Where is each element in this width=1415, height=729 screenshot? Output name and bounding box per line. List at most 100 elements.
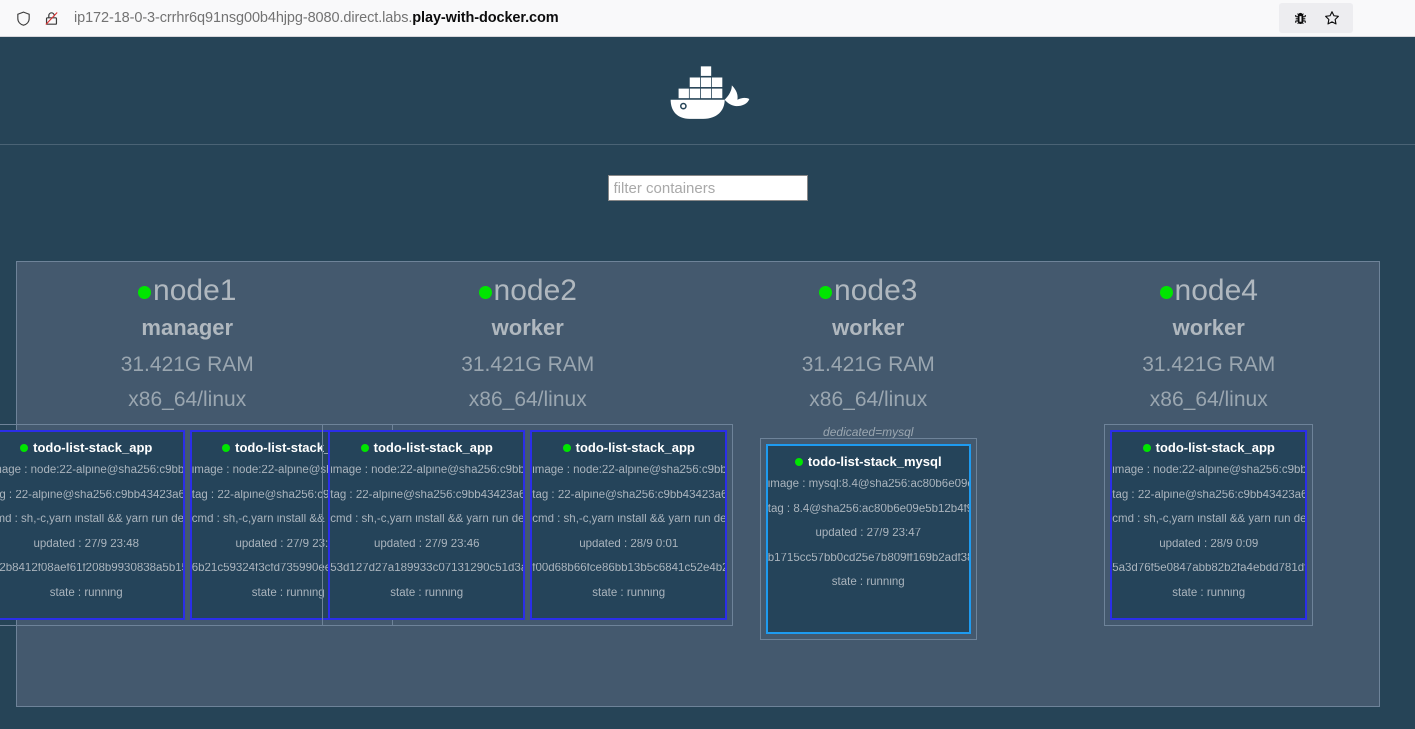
node-arch: x86_64/linux: [1149, 388, 1268, 411]
node-role: manager: [141, 315, 234, 340]
container-tag: tag : 22-alpine@sha256:c9bb43423a6229a8: [191, 489, 385, 501]
container-image: image : node:22-alpine@sha256:c9bb43423a…: [191, 465, 385, 476]
visualizer-page: node1 manager 31.421G RAM x86_64/linux todo-…: [0, 37, 1415, 729]
node-name-label: node2: [493, 274, 577, 307]
broken-lock-icon[interactable]: [42, 9, 60, 27]
filter-containers-input[interactable]: [607, 175, 808, 201]
container-name: todo-list-stack_app: [373, 440, 493, 455]
container-state: state : running: [390, 587, 464, 599]
container-status-dot-icon: [20, 443, 29, 452]
container-state: state : running: [1172, 587, 1246, 599]
container-status-dot-icon: [360, 443, 369, 452]
container-cmd: cmd : sh,-c,yarn install && yarn run dev: [191, 514, 385, 525]
node-name-label: node4: [1174, 274, 1258, 307]
container-name: todo-list-stack_app: [33, 440, 153, 455]
container-title: todo-list-stack_app: [222, 440, 354, 455]
node-status-dot-icon: [1159, 285, 1173, 299]
container-state: state : running: [49, 587, 123, 599]
container-id: f00d68b66fce86bb13b5c6841c52e4b24126: [532, 563, 725, 574]
container-name: todo-list-stack_app: [1155, 440, 1275, 455]
node-arch: x86_64/linux: [809, 388, 928, 411]
container-tag: tag : 22-alpine@sha256:c9bb43423a6229a8: [330, 489, 524, 501]
container-name: todo-list-stack_app: [235, 440, 355, 455]
container-status-dot-icon: [222, 443, 231, 452]
node-role: worker: [491, 315, 564, 340]
node-name: node4: [1159, 274, 1258, 307]
container-id: 3f2b8412f08aef61f208b9930838a5b15399: [0, 563, 183, 574]
container-status-dot-icon: [562, 443, 571, 452]
node-name: node3: [819, 276, 917, 306]
address-bar[interactable]: ip172-18-0-3-crrhr6q91nsg00b4hjpg-8080.d…: [6, 9, 559, 27]
node-column: node1 manager 31.421G RAM x86_64/linux todo-…: [0, 262, 393, 657]
nodes-row: node1 manager 31.421G RAM x86_64/linux todo-…: [0, 262, 1380, 706]
container-updated: updated : 28/9 0:09: [1159, 538, 1259, 550]
container-title: todo-list-stack_app: [360, 440, 493, 455]
container-updated: updated : 27/9 23:46: [373, 538, 480, 550]
container-image: image : node:22-alpine@sha256:c9bb43423a…: [0, 465, 183, 476]
container-status-dot-icon: [1142, 443, 1151, 452]
node-ram: 31.421G RAM: [1142, 353, 1276, 376]
node-name: node1: [138, 276, 236, 306]
star-bookmark-icon[interactable]: [1323, 9, 1341, 27]
container-id: 53d127d27a189933c07131290c51d3a64a4c: [330, 563, 523, 574]
browser-toolbar: ip172-18-0-3-crrhr6q91nsg00b4hjpg-8080.d…: [0, 0, 1415, 37]
node-role: worker: [832, 315, 905, 340]
container-image: image : mysql:8.4@sha256:ac80b6e09e5b12: [767, 479, 969, 490]
container-title: todo-list-stack_app: [1142, 440, 1275, 455]
container-tag: tag : 8.4@sha256:ac80b6e09e5b12b4f9d5c: [767, 503, 969, 515]
container-updated: updated : 27/9 23:47: [815, 528, 921, 539]
node-ram: 31.421G RAM: [801, 353, 935, 376]
container-name: todo-list-stack_mysql: [807, 454, 942, 469]
container-image: image : node:22-alpine@sha256:c9bb43423a…: [532, 465, 725, 476]
container-id: 6b21c59324f3cfd735990ee59116fa9cc4166: [191, 563, 385, 574]
container-updated: updated : 27/9 23:48: [33, 538, 139, 550]
node-ram: 31.421G RAM: [461, 353, 595, 376]
container-image: image : node:22-alpine@sha256:c9bb43423: [1112, 465, 1305, 476]
container-tag: tag : 22-alpine@sha256:c9bb43423a6229a8: [532, 489, 726, 501]
node-status-dot-icon: [138, 285, 152, 299]
page-header: [0, 37, 1415, 145]
node-name: node2: [478, 274, 577, 307]
url-text[interactable]: ip172-18-0-3-crrhr6q91nsg00b4hjpg-8080.d…: [74, 10, 559, 26]
filter-row: [0, 145, 1415, 231]
shield-icon[interactable]: [14, 9, 32, 27]
toolbar-actions: [1279, 3, 1353, 33]
container-state: state : running: [592, 587, 666, 599]
node-column: node4 worker 31.421G RAM x86_64/linux todo-l…: [1039, 262, 1380, 657]
container-title: todo-list-stack_app: [562, 440, 695, 455]
container-name: todo-list-stack_app: [575, 440, 695, 455]
container-tag: tag : 22-alpine@sha256:c9bb43423a6229a8: [0, 489, 183, 501]
container-state: state : running: [831, 577, 905, 588]
container-updated: updated : 27/9 23:46: [235, 538, 341, 550]
node-arch: x86_64/linux: [128, 388, 247, 411]
node-label: dedicated=mysql: [823, 425, 914, 439]
node-name-label: node3: [834, 274, 918, 307]
container-title: todo-list-stack_app: [20, 440, 152, 455]
container-cmd: cmd : sh,-c,yarn install && yarn run dev: [330, 514, 524, 525]
url-domain: play-with-docker.com: [412, 10, 559, 26]
node-status-dot-icon: [478, 285, 492, 299]
container-title: todo-list-stack_mysql: [794, 454, 942, 469]
node-ram: 31.421G RAM: [120, 353, 254, 376]
swarm-visualizer-panel: node1 manager 31.421G RAM x86_64/linux todo-…: [0, 261, 1380, 707]
node-status-dot-icon: [819, 285, 833, 299]
node-arch: x86_64/linux: [468, 388, 587, 411]
url-prefix: ip172-18-0-3-crrhr6q91nsg00b4hjpg-8080.d…: [74, 10, 413, 26]
container-state: state : running: [251, 587, 325, 599]
docker-whale-logo: [664, 60, 752, 122]
container-updated: updated : 28/9 0:01: [579, 538, 679, 550]
bug-icon[interactable]: [1291, 9, 1309, 27]
node-column: node2 worker 31.421G RAM x86_64/linux todo-l…: [322, 262, 734, 657]
container-image: image : node:22-alpine@sha256:c9bb43423a…: [330, 465, 523, 476]
node-role: worker: [1172, 315, 1245, 340]
